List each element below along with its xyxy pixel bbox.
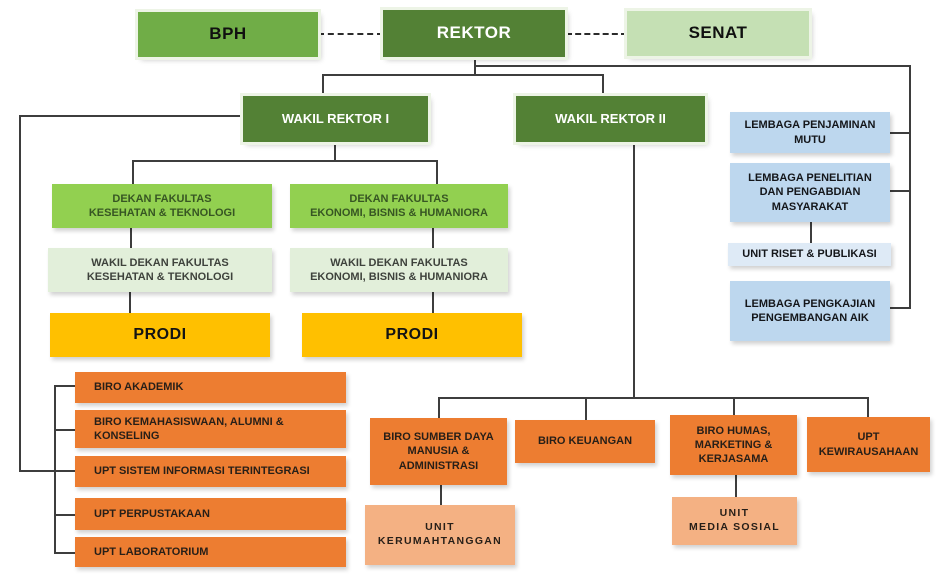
connector-line	[890, 132, 911, 134]
node-biro-sumber-daya-manusia-administrasi: BIRO SUMBER DAYA MANUSIA & ADMINISTRASI	[370, 418, 507, 485]
node-upt-laboratorium: UPT LABORATORIUM	[75, 537, 346, 567]
node-lembaga-pengkajian-pengembangan-aik: LEMBAGA PENGKAJIAN PENGEMBANGAN AIK	[730, 281, 890, 341]
node-unit-media-sosial: UNIT MEDIA SOSIAL	[672, 497, 797, 545]
node-wakil-dekan-fakultas-kesehatan-teknologi: WAKIL DEKAN FAKULTAS KESEHATAN & TEKNOLO…	[48, 248, 272, 292]
node-biro-keuangan: BIRO KEUANGAN	[515, 420, 655, 463]
connector-line	[322, 74, 324, 96]
connector-line	[19, 115, 21, 471]
connector-line	[436, 160, 438, 184]
connector-line	[432, 292, 434, 313]
connector-line	[54, 385, 56, 553]
node-biro-akademik: BIRO AKADEMIK	[75, 372, 346, 403]
connector-line	[54, 385, 76, 387]
node-unit-riset-publikasi: UNIT RISET & PUBLIKASI	[728, 243, 891, 266]
connector-line	[735, 475, 737, 497]
connector-line	[334, 142, 336, 161]
connector-line	[19, 470, 76, 472]
node-upt-sistem-informasi-terintegrasi: UPT SISTEM INFORMASI TERINTEGRASI	[75, 456, 346, 487]
node-dekan-fakultas-kesehatan-teknologi: DEKAN FAKULTAS KESEHATAN & TEKNOLOGI	[52, 184, 272, 228]
connector-line	[474, 65, 911, 67]
connector-line	[909, 65, 911, 308]
connector-line	[633, 142, 635, 397]
connector-line	[130, 228, 132, 248]
connector-line	[810, 222, 812, 243]
node-unit-kerumahtanggan: UNIT KERUMAHTANGGAN	[365, 505, 515, 565]
node-lembaga-penelitian-pengabdian-masyarakat: LEMBAGA PENELITIAN DAN PENGABDIAN MASYAR…	[730, 163, 890, 222]
node-prodi-2: PRODI	[302, 313, 522, 357]
node-wakil-rektor-2: WAKIL REKTOR II	[516, 96, 705, 142]
node-biro-humas-marketing-kerjasama: BIRO HUMAS, MARKETING & KERJASAMA	[670, 415, 797, 475]
node-upt-kewirausahaan: UPT KEWIRAUSAHAAN	[807, 417, 930, 472]
connector-line	[19, 115, 243, 117]
node-lembaga-penjaminan-mutu: LEMBAGA PENJAMINAN MUTU	[730, 112, 890, 153]
connector-line	[132, 160, 134, 184]
connector-line	[602, 74, 604, 96]
connector-line	[585, 397, 587, 420]
connector-line	[890, 190, 911, 192]
connector-line-dashed	[318, 33, 383, 35]
connector-line-dashed	[566, 33, 627, 35]
node-prodi-1: PRODI	[50, 313, 270, 357]
node-upt-perpustakaan: UPT PERPUSTAKAAN	[75, 498, 346, 530]
node-wakil-dekan-fakultas-ekonomi-bisnis-humaniora: WAKIL DEKAN FAKULTAS EKONOMI, BISNIS & H…	[290, 248, 508, 292]
connector-line	[432, 228, 434, 248]
connector-line	[890, 307, 911, 309]
connector-line	[54, 552, 76, 554]
connector-line	[54, 429, 76, 431]
connector-line	[438, 397, 868, 399]
connector-line	[438, 397, 440, 418]
node-biro-kemahasiswaan-alumni-konseling: BIRO KEMAHASISWAAN, ALUMNI & KONSELING	[75, 410, 346, 448]
connector-line	[132, 160, 437, 162]
connector-line	[867, 397, 869, 417]
node-rektor: REKTOR	[383, 10, 565, 57]
connector-line	[129, 292, 131, 313]
connector-line	[322, 74, 603, 76]
node-dekan-fakultas-ekonomi-bisnis-humaniora: DEKAN FAKULTAS EKONOMI, BISNIS & HUMANIO…	[290, 184, 508, 228]
connector-line	[440, 485, 442, 505]
node-bph: BPH	[138, 12, 318, 57]
connector-line	[54, 514, 76, 516]
node-wakil-rektor-1: WAKIL REKTOR I	[243, 96, 428, 142]
connector-line	[733, 397, 735, 415]
node-senat: SENAT	[627, 11, 809, 56]
